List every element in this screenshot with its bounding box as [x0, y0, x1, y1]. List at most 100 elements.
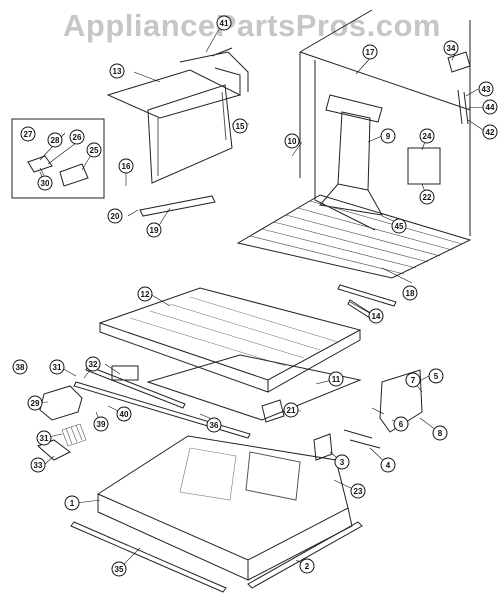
svg-text:16: 16 — [122, 162, 131, 171]
meat-tray — [111, 365, 139, 381]
svg-text:11: 11 — [332, 375, 341, 384]
callout-14: 14 — [368, 308, 384, 324]
svg-text:40: 40 — [120, 410, 129, 419]
svg-text:20: 20 — [111, 212, 120, 221]
callout-40: 40 — [116, 406, 132, 422]
svg-text:45: 45 — [395, 222, 404, 231]
bracket — [179, 47, 249, 92]
svg-text:12: 12 — [141, 290, 150, 299]
svg-text:44: 44 — [486, 103, 495, 112]
callout-17: 17 — [362, 44, 378, 60]
watermark: AppliancePartsPros.com — [63, 8, 441, 43]
control-bracket — [407, 147, 441, 185]
callout-22: 22 — [419, 189, 435, 205]
glass-panel — [146, 354, 362, 421]
svg-text:41: 41 — [220, 19, 229, 28]
callout-13: 13 — [109, 63, 125, 79]
svg-text:8: 8 — [438, 429, 443, 438]
svg-text:9: 9 — [386, 132, 391, 141]
bottom-tray — [96, 435, 349, 561]
svg-text:5: 5 — [434, 372, 439, 381]
svg-text:7: 7 — [411, 376, 416, 385]
top-cover — [106, 67, 242, 119]
callout-33: 33 — [30, 457, 46, 473]
hinge-3 — [313, 433, 333, 461]
svg-text:19: 19 — [150, 226, 159, 235]
callout-44: 44 — [482, 99, 498, 115]
svg-text:34: 34 — [447, 44, 456, 53]
svg-text:25: 25 — [90, 146, 99, 155]
shelf-rail — [337, 284, 397, 307]
callout-32: 32 — [85, 356, 101, 372]
svg-text:2: 2 — [305, 562, 310, 571]
svg-text:28: 28 — [51, 136, 60, 145]
svg-text:38: 38 — [16, 363, 25, 372]
light-socket — [457, 89, 469, 125]
callout-2: 2 — [299, 558, 315, 574]
callout-39: 39 — [93, 416, 109, 432]
svg-text:42: 42 — [486, 128, 495, 137]
callout-28: 28 — [47, 132, 63, 148]
air-duct — [319, 94, 383, 216]
callout-15: 15 — [232, 118, 248, 134]
drain-channel — [245, 451, 301, 501]
svg-text:6: 6 — [399, 420, 404, 429]
inset-box — [11, 118, 105, 199]
callout-34: 34 — [443, 40, 459, 56]
vent-grille — [61, 423, 87, 447]
callout-1: 1 — [64, 495, 80, 511]
svg-text:10: 10 — [288, 137, 297, 146]
callout-29: 29 — [27, 395, 43, 411]
callout-23: 23 — [350, 483, 366, 499]
svg-text:33: 33 — [34, 461, 43, 470]
svg-text:39: 39 — [97, 420, 106, 429]
svg-text:30: 30 — [41, 179, 50, 188]
callout-31-upper: 31 — [49, 359, 65, 375]
callout-19: 19 — [146, 222, 162, 238]
svg-text:1: 1 — [70, 499, 75, 508]
svg-text:23: 23 — [354, 487, 363, 496]
svg-text:13: 13 — [113, 67, 122, 76]
svg-text:26: 26 — [73, 133, 82, 142]
front-rail-35 — [70, 521, 227, 593]
svg-text:31: 31 — [53, 363, 62, 372]
svg-text:21: 21 — [287, 406, 296, 415]
callout-25: 25 — [86, 142, 102, 158]
callout-38: 38 — [12, 359, 28, 375]
svg-text:15: 15 — [236, 122, 245, 131]
svg-text:18: 18 — [406, 289, 415, 298]
callout-12: 12 — [137, 286, 153, 302]
callout-7: 7 — [405, 372, 421, 388]
callout-3: 3 — [334, 454, 350, 470]
callout-4: 4 — [380, 457, 396, 473]
cabinet-side-wall — [314, 60, 376, 231]
crisper-cover — [98, 287, 362, 381]
callout-41: 41 — [216, 15, 232, 31]
svg-text:35: 35 — [115, 565, 124, 574]
callout-5: 5 — [428, 368, 444, 384]
svg-text:22: 22 — [423, 193, 432, 202]
leader-lines — [34, 23, 487, 570]
callout-9: 9 — [380, 128, 396, 144]
svg-text:36: 36 — [210, 421, 219, 430]
svg-text:29: 29 — [31, 399, 40, 408]
front-rail-2 — [247, 521, 363, 589]
callout-24: 24 — [419, 128, 435, 144]
svg-text:14: 14 — [372, 312, 381, 321]
svg-text:24: 24 — [423, 132, 432, 141]
wire-shelf — [236, 194, 472, 279]
cabinet-back-wall — [299, 9, 471, 236]
hinge-21 — [261, 399, 285, 423]
thermostat-knob — [447, 51, 471, 73]
callout-11: 11 — [328, 371, 344, 387]
svg-text:4: 4 — [386, 461, 391, 470]
svg-text:17: 17 — [366, 48, 375, 57]
callout-42: 42 — [482, 124, 498, 140]
svg-text:32: 32 — [89, 360, 98, 369]
callout-16: 16 — [118, 158, 134, 174]
callout-21: 21 — [283, 402, 299, 418]
callout-18: 18 — [402, 285, 418, 301]
callout-20: 20 — [107, 208, 123, 224]
callout-10: 10 — [284, 133, 300, 149]
